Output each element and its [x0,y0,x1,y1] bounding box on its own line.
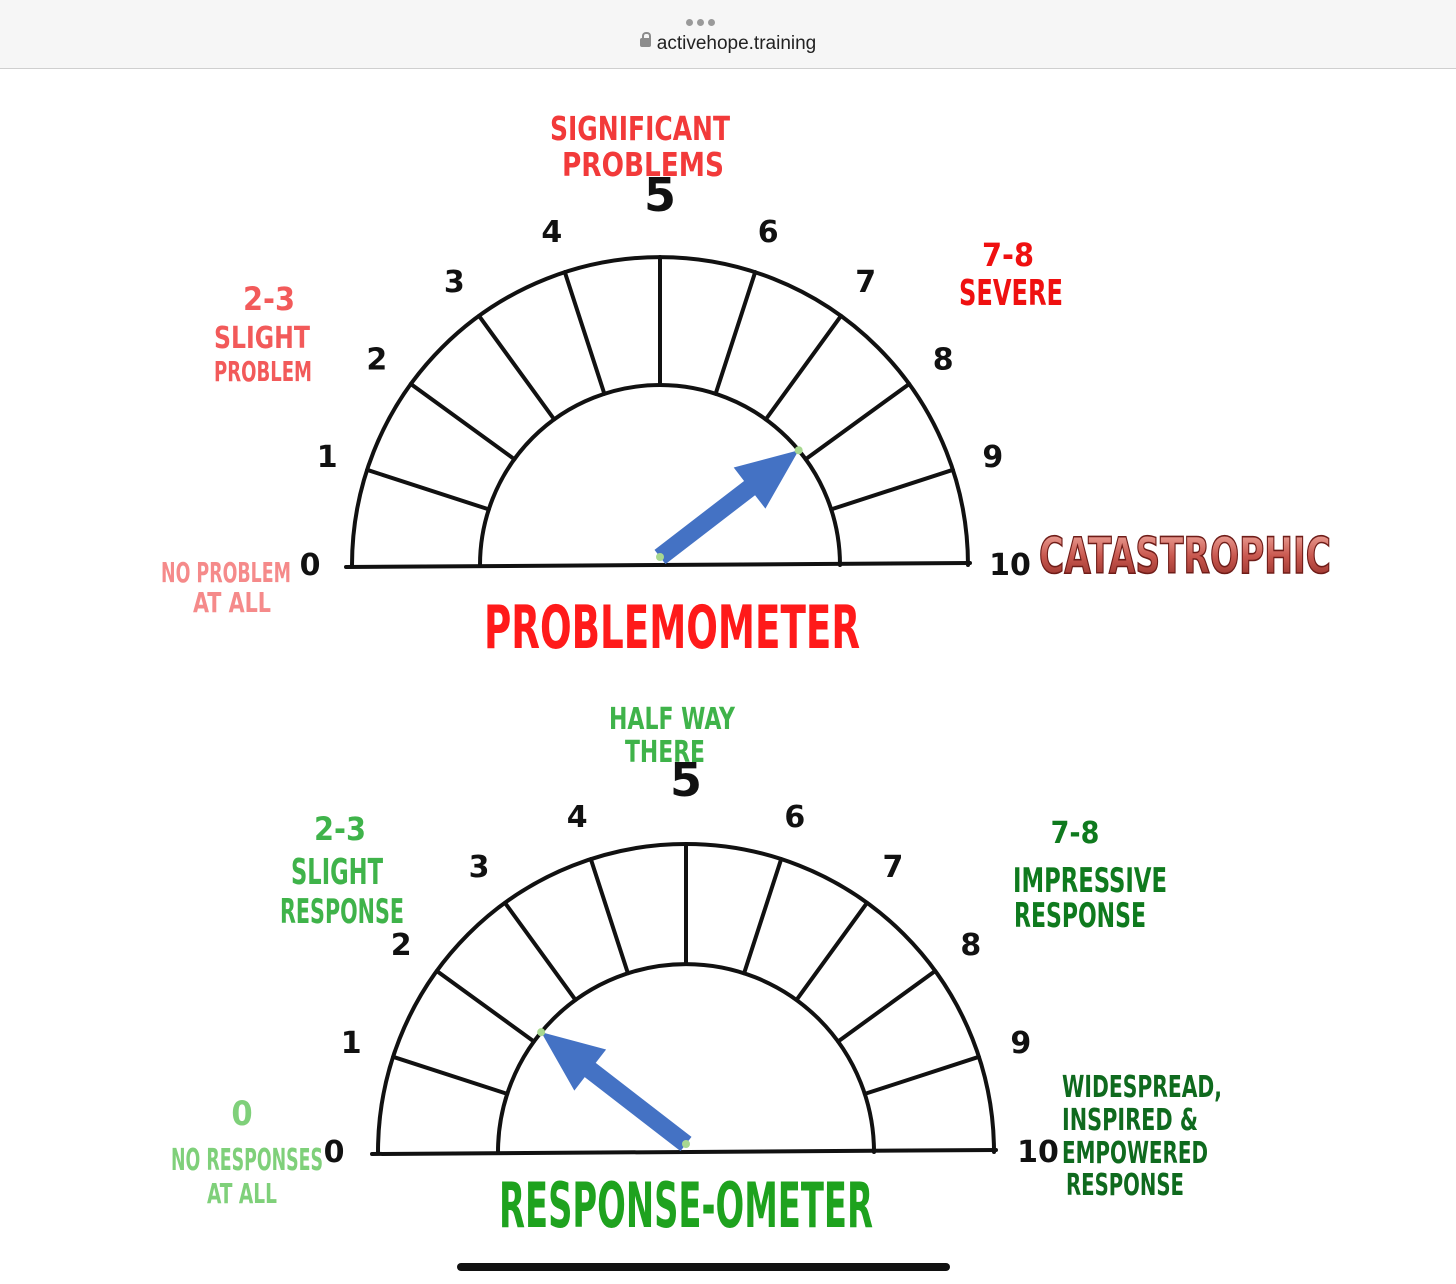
responseometer-needle [537,1028,692,1152]
more-options-icon[interactable] [686,13,722,26]
dial-divider [588,857,630,976]
slight-problem-line1: SLIGHT [214,321,311,356]
tick-label-5: 5 [670,753,702,807]
inner-arc [478,383,842,567]
catastrophic-label: CATASTROPHIC [1039,527,1331,585]
tick-label-3: 3 [444,265,465,300]
tick-label-8: 8 [960,928,981,963]
dial-divider [476,313,557,422]
problemometer-needle [654,446,803,565]
tick-label-1: 1 [317,440,338,475]
tick-label-4: 4 [567,800,588,835]
responseometer-title: RESPONSE-OMETER [499,1169,873,1242]
needle-arrow [541,1032,692,1152]
responseometer-gauge: 0 1 2 3 4 5 6 7 8 9 10 [324,753,1059,1170]
responseometer-tick-labels: 0 1 2 3 4 5 6 7 8 9 10 [324,753,1059,1170]
widespread-line1: WIDESPREAD, [1062,1070,1222,1105]
severe-range: 7-8 [982,236,1034,274]
dial-divider [763,313,844,422]
tick-label-9: 9 [1010,1026,1031,1061]
widespread-line3: EMPOWERED [1062,1136,1208,1171]
tick-label-2: 2 [391,928,412,963]
tick-label-0: 0 [300,548,321,583]
tick-label-10: 10 [1017,1135,1059,1170]
problemometer-tick-labels: 0 1 2 3 4 5 6 7 8 9 10 [300,168,1031,583]
dial-divider [829,467,955,512]
dial-divider [836,968,938,1044]
dial-divider [862,1054,981,1096]
tick-label-7: 7 [855,265,876,300]
significant-problems-line2: PROBLEMS [562,145,724,184]
dial-divider [742,857,784,976]
impressive-line1: IMPRESSIVE [1013,861,1167,901]
needle-pivot [682,1140,690,1148]
half-way-line2: THERE [625,735,705,770]
lock-icon [639,32,651,48]
dial-divider [794,900,870,1002]
dial-divider [713,270,758,396]
tick-label-2: 2 [366,342,387,377]
widespread-line2: INSPIRED & [1062,1103,1198,1138]
dial-divider [365,467,491,512]
tick-label-5: 5 [644,168,676,222]
needle-arrow [654,450,799,565]
no-responses-line1: NO RESPONSES [171,1143,323,1178]
tick-label-6: 6 [784,800,805,835]
no-problem-label-line2: AT ALL [193,586,271,619]
problemometer-title: PROBLEMOMETER [484,593,860,663]
dial-divider [562,270,607,396]
tick-label-8: 8 [933,342,954,377]
browser-top-bar: activehope.training [0,0,1456,69]
no-problem-label-line1: NO PROBLEM [161,556,291,589]
address-bar[interactable]: activehope.training [0,32,1456,55]
impressive-range: 7-8 [1051,816,1100,851]
dial-divider [502,900,578,1002]
baseline [370,1148,998,1156]
tick-label-0: 0 [324,1135,345,1170]
tick-label-1: 1 [341,1026,362,1061]
slight-response-line2: RESPONSE [280,892,404,932]
tick-label-9: 9 [982,440,1003,475]
tick-label-3: 3 [469,850,490,885]
home-indicator[interactable] [457,1263,950,1271]
half-way-line1: HALF WAY [609,702,735,737]
tick-label-10: 10 [989,548,1031,583]
problemometer-gauge: 0 1 2 3 4 5 6 7 8 9 10 [300,168,1031,583]
inner-arc [496,962,876,1154]
significant-problems-line1: SIGNIFICANT [550,109,731,148]
dial-divider [391,1054,510,1096]
needle-tip [537,1028,546,1037]
tick-label-7: 7 [882,850,903,885]
severe-label: SEVERE [959,273,1063,314]
slight-response-range: 2-3 [314,810,366,848]
no-responses-value: 0 [231,1094,252,1134]
url-text: activehope.training [656,33,817,54]
widespread-line4: RESPONSE [1066,1168,1184,1203]
baseline [344,561,972,569]
needle-pivot [656,553,664,561]
slight-problem-line2: PROBLEM [214,355,312,388]
slight-response-line1: SLIGHT [291,852,383,893]
slight-problem-range: 2-3 [243,280,295,318]
problemometer-dial [344,255,972,569]
dial-divider [408,381,517,462]
needle-tip [794,446,803,455]
responseometer-dial [370,842,998,1156]
dial-divider [803,381,912,462]
no-responses-line2: AT ALL [207,1177,277,1210]
tick-label-6: 6 [758,215,779,250]
tick-label-4: 4 [541,215,562,250]
dial-divider [434,968,536,1044]
impressive-line2: RESPONSE [1014,896,1146,936]
